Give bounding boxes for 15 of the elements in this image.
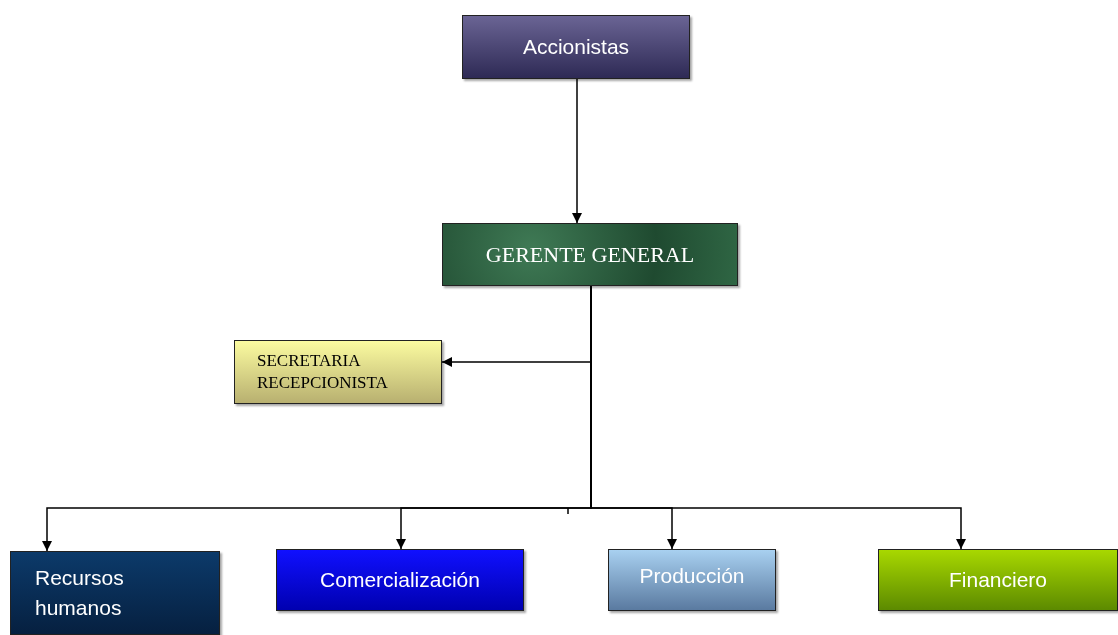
- org-chart-box: [442, 223, 738, 286]
- org-chart-box: [276, 549, 524, 611]
- box-label: Comercialización: [320, 568, 480, 592]
- org-chart-box: [462, 15, 690, 79]
- connector-arrow: [572, 78, 582, 224]
- org-chart-box: [234, 340, 442, 404]
- box-label: Recursos humanos: [35, 565, 125, 621]
- box-label: Financiero: [948, 568, 1048, 592]
- box-label: Accionistas: [522, 35, 630, 59]
- box-label: SECRETARIA RECEPCIONISTA: [257, 350, 389, 394]
- org-chart-box: [608, 549, 776, 611]
- box-label: GERENTE GENERAL: [485, 241, 695, 268]
- org-chart-box: [10, 551, 220, 635]
- box-label: Producción: [639, 564, 745, 588]
- org-chart-box: [878, 549, 1118, 611]
